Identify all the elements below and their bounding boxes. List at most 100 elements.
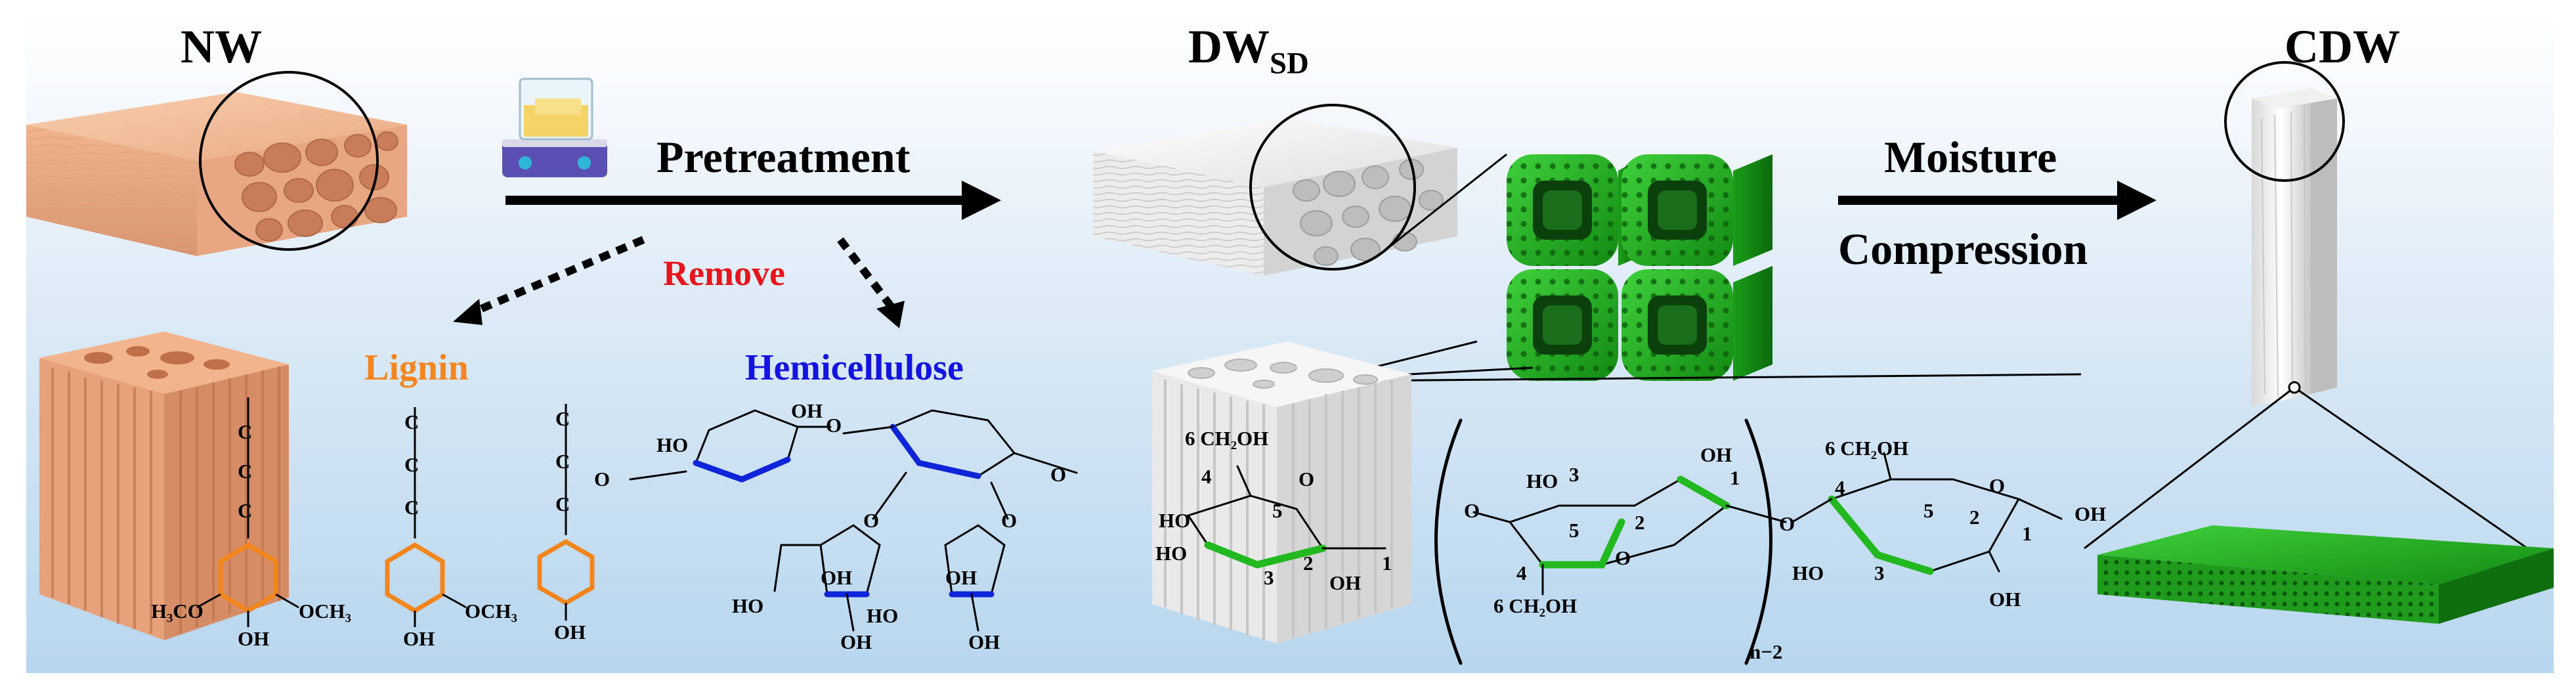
chem-ho-c2: HO xyxy=(1155,542,1188,565)
chem-h3co: H₃CO xyxy=(151,600,204,623)
chem-ho-c4: HO xyxy=(1792,561,1824,584)
chem-c-1c: C xyxy=(238,499,253,522)
chem-o-h4: O xyxy=(863,509,880,532)
remove-label: Remove xyxy=(663,253,785,293)
hotplate-icon xyxy=(502,77,607,177)
lignin-label: Lignin xyxy=(364,347,469,388)
chem-ch2oh-1-text: CH₂OH xyxy=(1200,427,1269,450)
cdw-leader-right xyxy=(2294,386,2528,550)
hemicellulose-label: Hemicellulose xyxy=(745,347,964,388)
chem-num6-1: 6 xyxy=(1185,427,1195,450)
chem-o-c3: O xyxy=(1615,546,1631,569)
cdw-label: CDW xyxy=(2285,20,2400,73)
chem-o-h1: O xyxy=(826,414,842,437)
chem-c-3b: C xyxy=(555,450,570,473)
cdw-magnifier-circle xyxy=(2224,61,2345,182)
chem-ch2oh-2-text: CH₂OH xyxy=(1509,594,1578,617)
chem-num4-3: 4 xyxy=(1835,476,1845,499)
nw-wood-block xyxy=(26,71,407,256)
moisture-label: Moisture xyxy=(1884,132,2057,182)
chem-ho-h3: HO xyxy=(867,604,899,627)
chem-oh-h5: OH xyxy=(968,630,1000,653)
cellulose-structure xyxy=(1186,418,2063,665)
chem-ch2oh-2: 6 CH₂OH xyxy=(1493,594,1577,618)
chem-o-c2: O xyxy=(1464,499,1480,522)
chem-oh-h4: OH xyxy=(840,630,872,653)
chem-o-h5: O xyxy=(1001,509,1018,532)
chem-num6-3: 6 xyxy=(1825,437,1835,460)
chem-och3-1: OCH₃ xyxy=(299,600,351,623)
lignin-wood-cube xyxy=(39,332,289,640)
chem-oh-c3: OH xyxy=(2074,502,2107,525)
chem-num1-1: 1 xyxy=(1382,552,1392,575)
chem-num5-1: 5 xyxy=(1272,499,1283,522)
chem-num1-2: 1 xyxy=(1730,466,1740,489)
nw-magnifier-circle xyxy=(199,71,379,251)
chem-num6-2: 6 xyxy=(1493,594,1504,617)
chem-c-2b: C xyxy=(404,453,419,476)
dwsd-magnifier-circle xyxy=(1249,104,1416,271)
chem-ch2oh-3: 6 CH₂OH xyxy=(1825,437,1908,460)
chem-oh-h3: OH xyxy=(945,566,977,589)
chem-c-1b: C xyxy=(238,460,253,483)
pretreatment-label: Pretreatment xyxy=(656,132,911,182)
chem-oh-c2: OH xyxy=(1700,443,1732,466)
chem-num4-2: 4 xyxy=(1516,561,1527,584)
chem-oh-h1: OH xyxy=(791,399,823,422)
chem-o-h2: O xyxy=(594,468,611,491)
chem-o-h3: O xyxy=(1050,463,1067,486)
nw-label: NW xyxy=(181,20,262,73)
chem-num3-2: 3 xyxy=(1569,463,1579,486)
chem-num5-2: 5 xyxy=(1569,519,1579,542)
chem-oh-l1: OH xyxy=(238,627,270,650)
lignin-monomer-2 xyxy=(385,407,467,627)
remove-arrow-left-head xyxy=(453,299,483,325)
chem-ch2oh-1: 6 CH₂OH xyxy=(1185,427,1268,450)
compression-arrow-head xyxy=(2117,181,2157,220)
compression-label: Compression xyxy=(1838,224,2088,274)
chem-num3-3: 3 xyxy=(1874,561,1885,584)
chem-c-1a: C xyxy=(238,420,253,443)
chem-oh-c1: OH xyxy=(1329,571,1362,594)
cdw-pillar xyxy=(2224,61,2345,407)
dwsd-label-main: DW xyxy=(1188,20,1270,73)
chem-num4-1: 4 xyxy=(1201,465,1212,488)
chem-c-3c: C xyxy=(555,492,570,515)
hemicellulose-structure xyxy=(629,409,1078,632)
chem-o-c5: O xyxy=(1989,474,2006,497)
chem-oh-c4: OH xyxy=(1989,588,2021,611)
chem-oh-h2: OH xyxy=(821,566,853,589)
lignin-monomer-3 xyxy=(537,404,595,621)
chem-num5-3: 5 xyxy=(1923,499,1934,522)
chem-ho-h1: HO xyxy=(656,433,689,456)
chem-och3-2: OCH₃ xyxy=(465,600,517,623)
dwsd-label-sub: SD xyxy=(1270,46,1309,81)
cdw-leader-node xyxy=(2288,381,2301,394)
chem-ho-h2: HO xyxy=(732,594,764,617)
chem-o-c4: O xyxy=(1779,512,1795,535)
chem-ch2oh-3-text: CH₂OH xyxy=(1840,437,1909,460)
chem-n2: n−2 xyxy=(1750,640,1783,663)
pretreatment-arrow-head xyxy=(962,181,1001,220)
chem-ho-c3: HO xyxy=(1526,470,1558,492)
chem-c-2a: C xyxy=(404,410,419,433)
chem-oh-l3: OH xyxy=(554,621,586,644)
chem-c-2c: C xyxy=(404,496,419,519)
white-pore-cube xyxy=(1152,341,1411,644)
lignin-monomer-1 xyxy=(196,397,299,627)
leader-line-1 xyxy=(1381,153,1507,254)
chem-num2-2: 2 xyxy=(1635,511,1645,534)
chem-num2-1: 2 xyxy=(1303,552,1314,575)
cdw-leader-left xyxy=(2084,386,2295,550)
chem-num1-3: 1 xyxy=(2022,522,2032,545)
dwsd-white-block xyxy=(1093,104,1457,276)
leader-line-4 xyxy=(1352,373,2082,382)
remove-arrow-left xyxy=(464,236,645,319)
chem-c-3a: C xyxy=(555,407,570,430)
chem-oh-l2: OH xyxy=(403,627,435,650)
cdw-green-slab xyxy=(2097,525,2554,624)
dwsd-label: DWSD xyxy=(1188,20,1309,81)
green-fiber-bundle xyxy=(1507,154,1772,381)
